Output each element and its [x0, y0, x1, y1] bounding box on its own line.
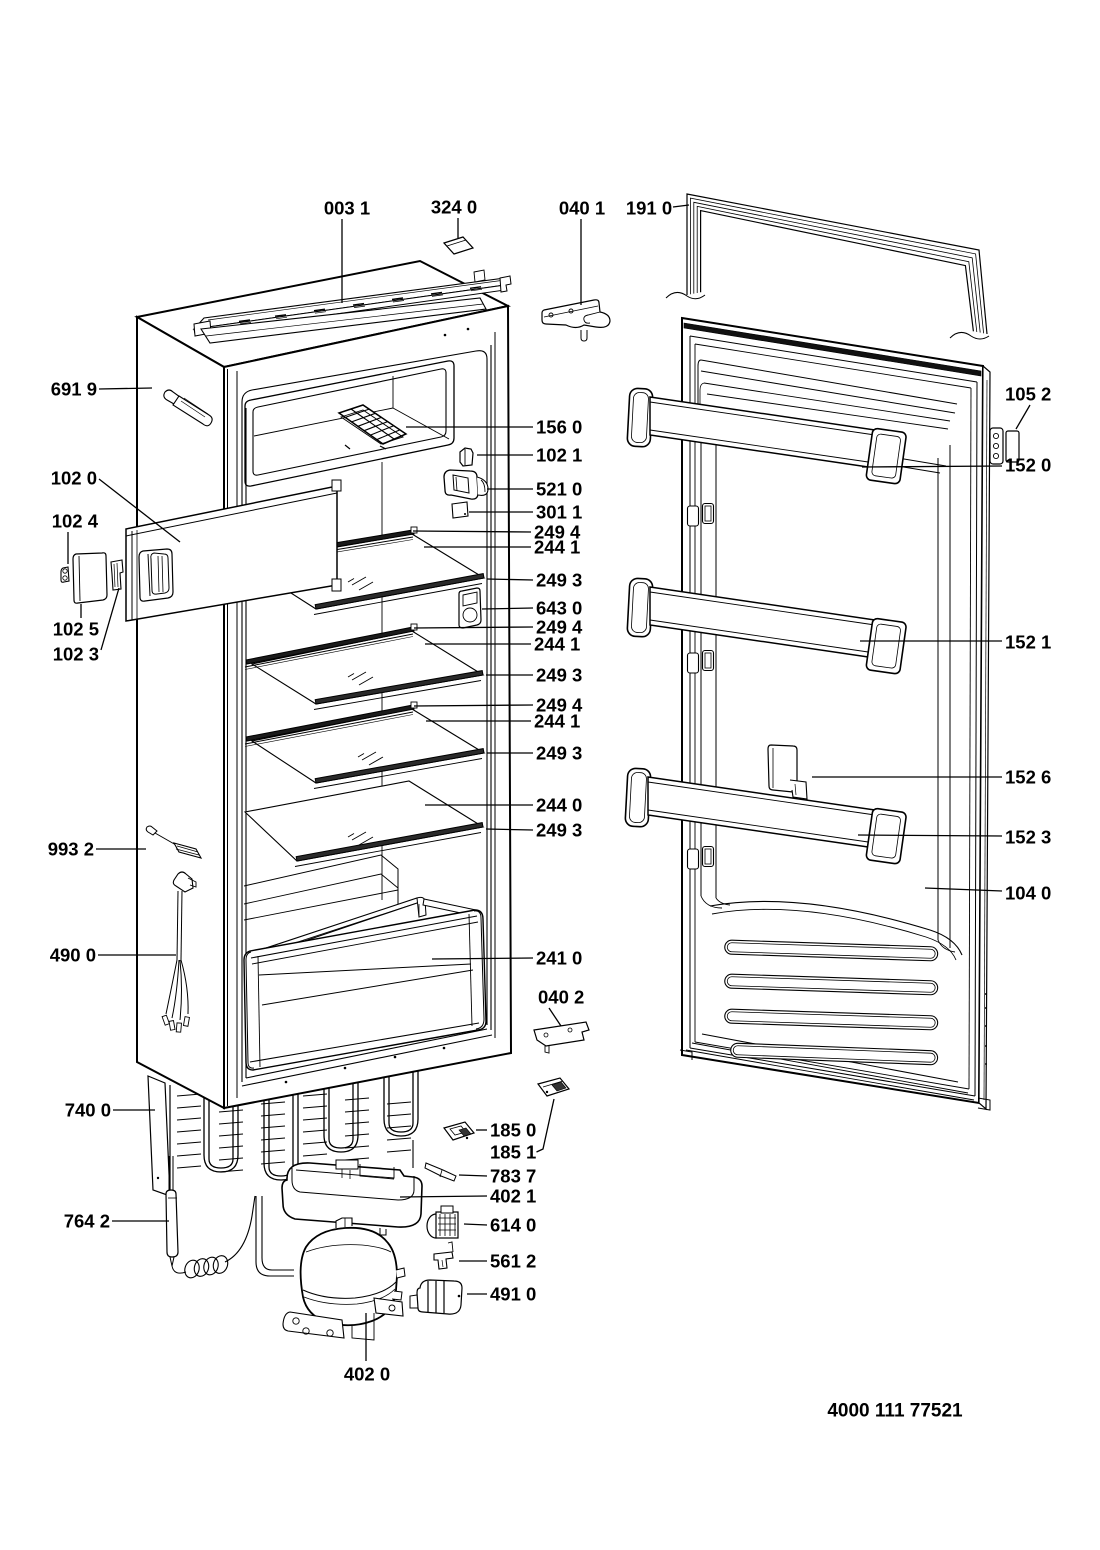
svg-text:244 0: 244 0 — [536, 795, 582, 816]
svg-text:249 3: 249 3 — [536, 820, 582, 841]
svg-text:185 0: 185 0 — [490, 1120, 536, 1141]
svg-text:249 3: 249 3 — [536, 665, 582, 686]
svg-text:003 1: 003 1 — [324, 198, 370, 219]
svg-text:102 4: 102 4 — [52, 511, 99, 532]
svg-text:764 2: 764 2 — [64, 1211, 110, 1232]
svg-text:102 1: 102 1 — [536, 445, 582, 466]
svg-text:249 3: 249 3 — [536, 570, 582, 591]
svg-text:249 4: 249 4 — [536, 617, 583, 638]
svg-text:249 4: 249 4 — [536, 695, 583, 716]
svg-text:102 0: 102 0 — [51, 468, 97, 489]
svg-text:740 0: 740 0 — [65, 1100, 111, 1121]
svg-text:244 1: 244 1 — [534, 537, 580, 558]
svg-text:102 3: 102 3 — [53, 644, 99, 665]
svg-text:491 0: 491 0 — [490, 1284, 536, 1305]
svg-text:691 9: 691 9 — [51, 379, 97, 400]
svg-text:249 4: 249 4 — [534, 522, 581, 543]
svg-text:402 0: 402 0 — [344, 1364, 390, 1385]
svg-text:185 1: 185 1 — [490, 1142, 536, 1163]
svg-text:105 2: 105 2 — [1005, 384, 1051, 405]
svg-text:614 0: 614 0 — [490, 1215, 536, 1236]
svg-text:244 1: 244 1 — [534, 634, 580, 655]
svg-text:152 6: 152 6 — [1005, 767, 1051, 788]
svg-text:152 1: 152 1 — [1005, 632, 1051, 653]
svg-text:4000 111 77521: 4000 111 77521 — [827, 1401, 963, 1422]
svg-text:152 0: 152 0 — [1005, 455, 1051, 476]
svg-text:402 1: 402 1 — [490, 1186, 536, 1207]
svg-text:156 0: 156 0 — [536, 417, 582, 438]
svg-text:241 0: 241 0 — [536, 948, 582, 969]
svg-text:104 0: 104 0 — [1005, 883, 1051, 904]
svg-text:643 0: 643 0 — [536, 598, 582, 619]
svg-text:324 0: 324 0 — [431, 197, 477, 218]
svg-text:783 7: 783 7 — [490, 1166, 536, 1187]
svg-text:993 2: 993 2 — [48, 839, 94, 860]
svg-text:249 3: 249 3 — [536, 743, 582, 764]
svg-text:561 2: 561 2 — [490, 1251, 536, 1272]
svg-text:191 0: 191 0 — [626, 198, 672, 219]
svg-text:040 1: 040 1 — [559, 198, 605, 219]
svg-text:040 2: 040 2 — [538, 987, 584, 1008]
svg-text:490 0: 490 0 — [50, 945, 96, 966]
svg-text:244 1: 244 1 — [534, 711, 580, 732]
svg-text:521 0: 521 0 — [536, 479, 582, 500]
svg-text:102 5: 102 5 — [53, 619, 99, 640]
svg-text:301 1: 301 1 — [536, 502, 582, 523]
svg-text:152 3: 152 3 — [1005, 827, 1051, 848]
